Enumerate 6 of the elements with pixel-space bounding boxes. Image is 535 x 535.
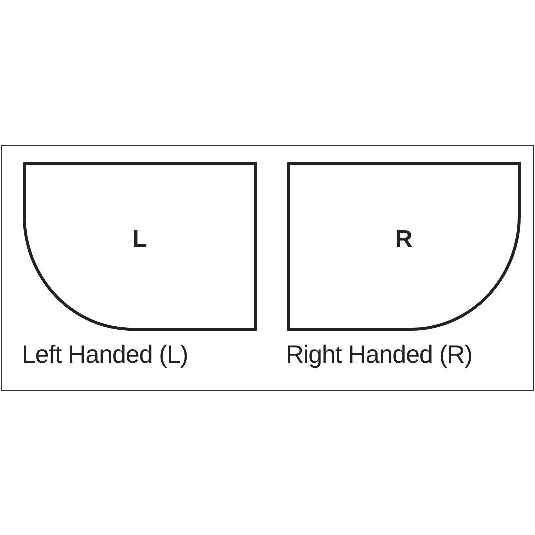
shape-letter: L [132,224,148,254]
rounded-shape [23,162,257,331]
shape-caption: Left Handed (L) [22,343,188,368]
rounded-shape [287,162,521,331]
shape-caption: Right Handed (R) [286,343,473,368]
shape-letter: R [395,224,413,254]
